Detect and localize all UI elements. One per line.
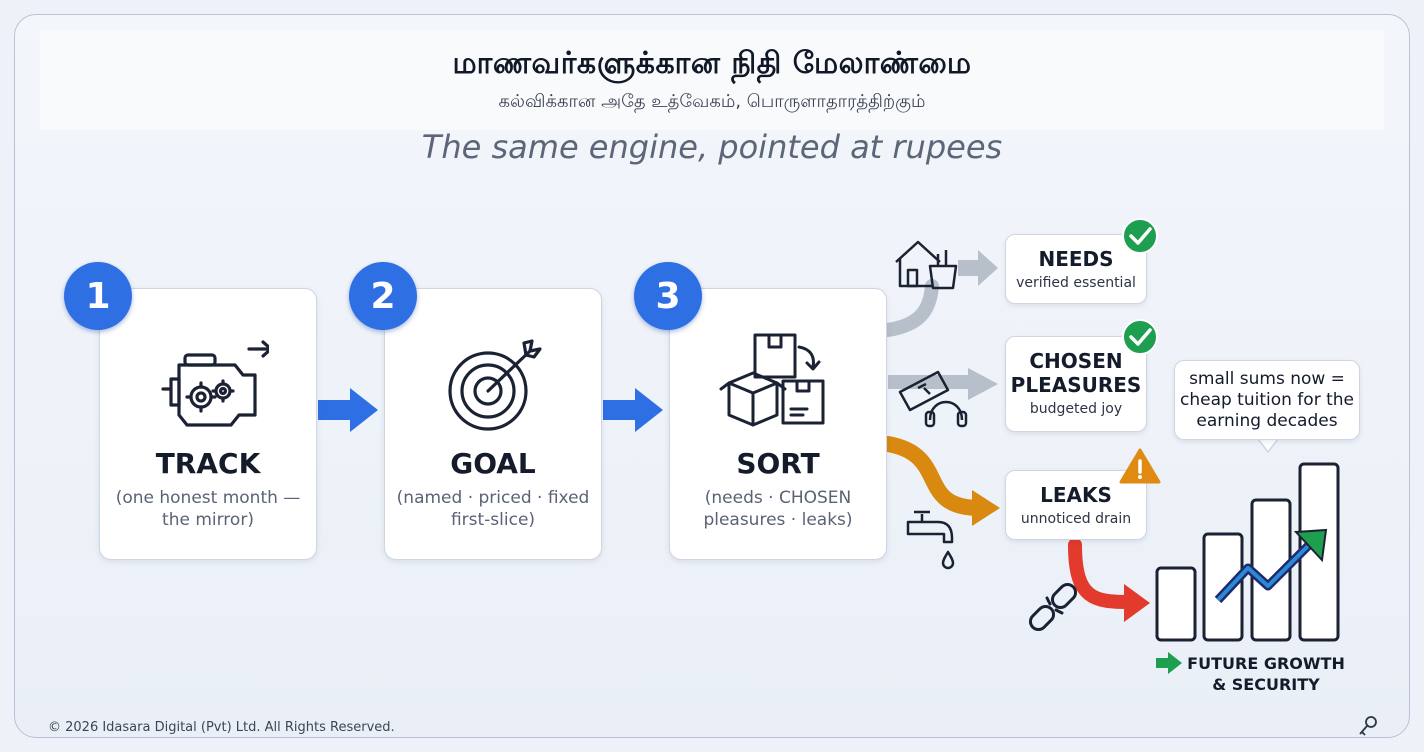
category-chosen-pleasures: CHOSEN PLEASURES budgeted joy: [1005, 336, 1147, 432]
target-arrow-icon: [448, 339, 542, 431]
step-card-goal: GOAL (named · priced · fixed first-slice…: [384, 288, 602, 560]
growth-label-line: & SECURITY: [1212, 675, 1320, 694]
step-description-line: (one honest month —: [115, 488, 301, 508]
broken-chain-icon: [1028, 582, 1078, 632]
arrow-pleasures: [968, 368, 998, 400]
check-icon: [1122, 218, 1158, 254]
step-description-line: (named · priced · fixed: [396, 488, 590, 508]
category-title: CHOSEN: [1029, 349, 1123, 373]
step-number-badge: 1: [64, 262, 132, 330]
step-arrow-2-3: [603, 388, 663, 432]
flow-to-needs: [881, 279, 939, 337]
growth-arrowhead: [1293, 528, 1328, 563]
insight-callout: small sums now = cheap tuition for the e…: [1174, 360, 1360, 440]
copyright-footer: © 2026 Idasara Digital (Pvt) Ltd. All Ri…: [48, 720, 395, 735]
category-subtitle: budgeted joy: [1029, 401, 1123, 417]
step-description-line: first-slice): [450, 510, 536, 530]
growth-label-line: FUTURE GROWTH: [1187, 654, 1345, 673]
callout-line: earning decades: [1196, 411, 1338, 431]
step-description: (one honest month — the mirror): [108, 487, 308, 531]
step-description-line: pleasures · leaks): [703, 510, 853, 530]
engine-gears-icon: [161, 340, 269, 427]
step-number-badge: 2: [349, 262, 417, 330]
check-icon: [1122, 319, 1158, 355]
step-title: GOAL: [450, 447, 536, 480]
callout-line: small sums now =: [1189, 369, 1345, 389]
header-banner: மாணவர்களுக்கான நிதி மேலாண்மை கல்விக்கான …: [40, 30, 1384, 130]
bar-chart-growth-icon: [1155, 462, 1340, 642]
category-subtitle: unnoticed drain: [1020, 511, 1132, 527]
future-growth-label: FUTURE GROWTH & SECURITY: [1186, 653, 1346, 695]
house-groceries-icon: [895, 240, 958, 290]
category-needs: NEEDS verified essential: [1005, 234, 1147, 304]
key-icon: [1359, 716, 1377, 736]
step-title: SORT: [736, 447, 820, 480]
growth-trend-arrow-fill: [1216, 540, 1314, 602]
tagline: The same engine, pointed at rupees: [421, 128, 1003, 166]
growth-label-arrow: [1156, 652, 1182, 674]
flow-to-leaks: [880, 436, 988, 516]
step-description: (needs · CHOSEN pleasures · leaks): [678, 487, 878, 531]
step-card-track: TRACK (one honest month — the mirror): [99, 288, 317, 560]
step-card-sort: SORT (needs · CHOSEN pleasures · leaks): [669, 288, 887, 560]
warning-icon: [1119, 448, 1161, 484]
ticket-headphones-icon: [898, 370, 968, 428]
flow-leaks-to-growth: [1068, 538, 1137, 609]
step-description-line: the mirror): [162, 510, 254, 530]
page-subtitle: கல்விக்கான அதே உத்வேகம், பொருளாதாரத்திற்…: [498, 91, 926, 112]
dripping-tap-icon: [906, 510, 955, 570]
step-title: TRACK: [155, 447, 261, 480]
arrow-needs: [958, 250, 998, 286]
boxes-sorting-icon: [719, 333, 825, 427]
category-title: PLEASURES: [1010, 373, 1142, 397]
callout-line: cheap tuition for the: [1179, 390, 1354, 410]
arrow-drain: [1124, 584, 1150, 622]
arrow-leaks: [972, 490, 1000, 526]
step-description-line: (needs · CHOSEN: [704, 488, 852, 508]
category-title: NEEDS: [1038, 247, 1114, 271]
category-subtitle: verified essential: [1016, 275, 1136, 291]
step-number-badge: 3: [634, 262, 702, 330]
category-title: LEAKS: [1040, 483, 1112, 507]
step-description: (named · priced · fixed first-slice): [393, 487, 593, 531]
step-arrow-1-2: [318, 388, 378, 432]
page-title: மாணவர்களுக்கான நிதி மேலாண்மை: [452, 46, 972, 81]
